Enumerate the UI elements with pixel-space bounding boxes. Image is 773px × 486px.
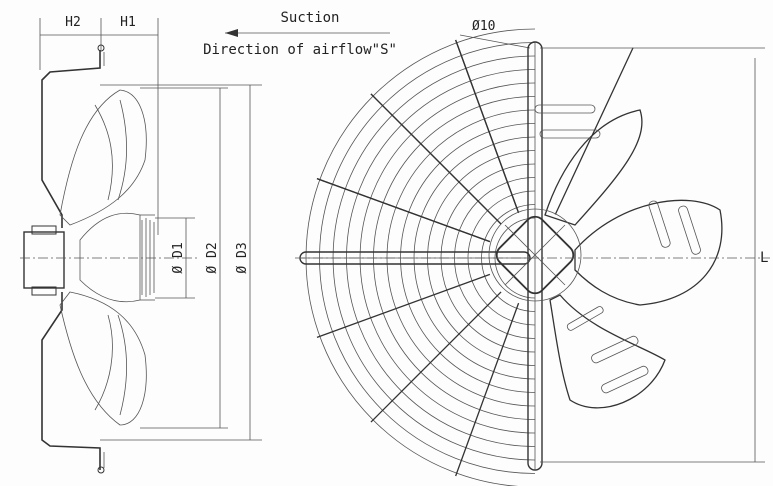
label-h1: H1	[120, 15, 136, 30]
terminal-box	[23, 231, 65, 289]
guard-ring	[305, 28, 536, 486]
front-blade-top	[544, 109, 643, 226]
blade-side-bottom	[59, 291, 147, 426]
front-blade-bottom	[549, 294, 666, 409]
front-blade-right	[574, 199, 723, 306]
guard-strut	[316, 273, 491, 338]
blade-rib-3	[94, 314, 113, 411]
blade-side-top	[59, 89, 147, 226]
cable-gland-top	[31, 225, 57, 235]
airflow-annotation: Suction Direction of airflow"S"	[203, 10, 397, 58]
label-d2: Ø D2	[205, 242, 220, 273]
guard-profile-bottom	[41, 292, 101, 470]
airflow-arrow-head	[225, 29, 238, 37]
mount-bolt-top	[97, 44, 105, 52]
blade-rib-2	[117, 99, 127, 201]
guard-strut	[554, 47, 634, 215]
guard-strut	[455, 39, 520, 214]
guard-rings	[305, 28, 536, 486]
hub-ring	[488, 208, 582, 302]
rotor-fins	[141, 218, 155, 297]
blade-rib-1	[94, 104, 113, 201]
label-d1: Ø D1	[171, 242, 186, 273]
guard-profile-top	[41, 50, 101, 228]
side-view: H2 H1 Ø D1 Ø D2	[20, 15, 262, 474]
label-d3: Ø D3	[235, 242, 250, 273]
label-phi10: Ø10	[472, 19, 495, 34]
guard-strut	[316, 178, 491, 243]
hub-cross-2	[504, 224, 566, 286]
phi10-leader	[459, 34, 531, 49]
label-suction: Suction	[280, 10, 339, 26]
guard-strut	[370, 93, 502, 225]
guard-struts	[316, 39, 634, 477]
label-h2: H2	[65, 15, 81, 30]
guard-strut	[455, 302, 520, 477]
cable-gland-bottom	[31, 286, 57, 296]
blade-slots	[534, 104, 701, 394]
label-l: L	[760, 250, 768, 266]
blade-rib-4	[117, 314, 127, 416]
guard-strut	[370, 291, 502, 423]
hub-rotor	[79, 212, 141, 303]
label-airflow: Direction of airflow"S"	[203, 42, 397, 58]
front-view: Ø10	[295, 19, 770, 486]
mount-bolt-bottom	[97, 466, 105, 474]
